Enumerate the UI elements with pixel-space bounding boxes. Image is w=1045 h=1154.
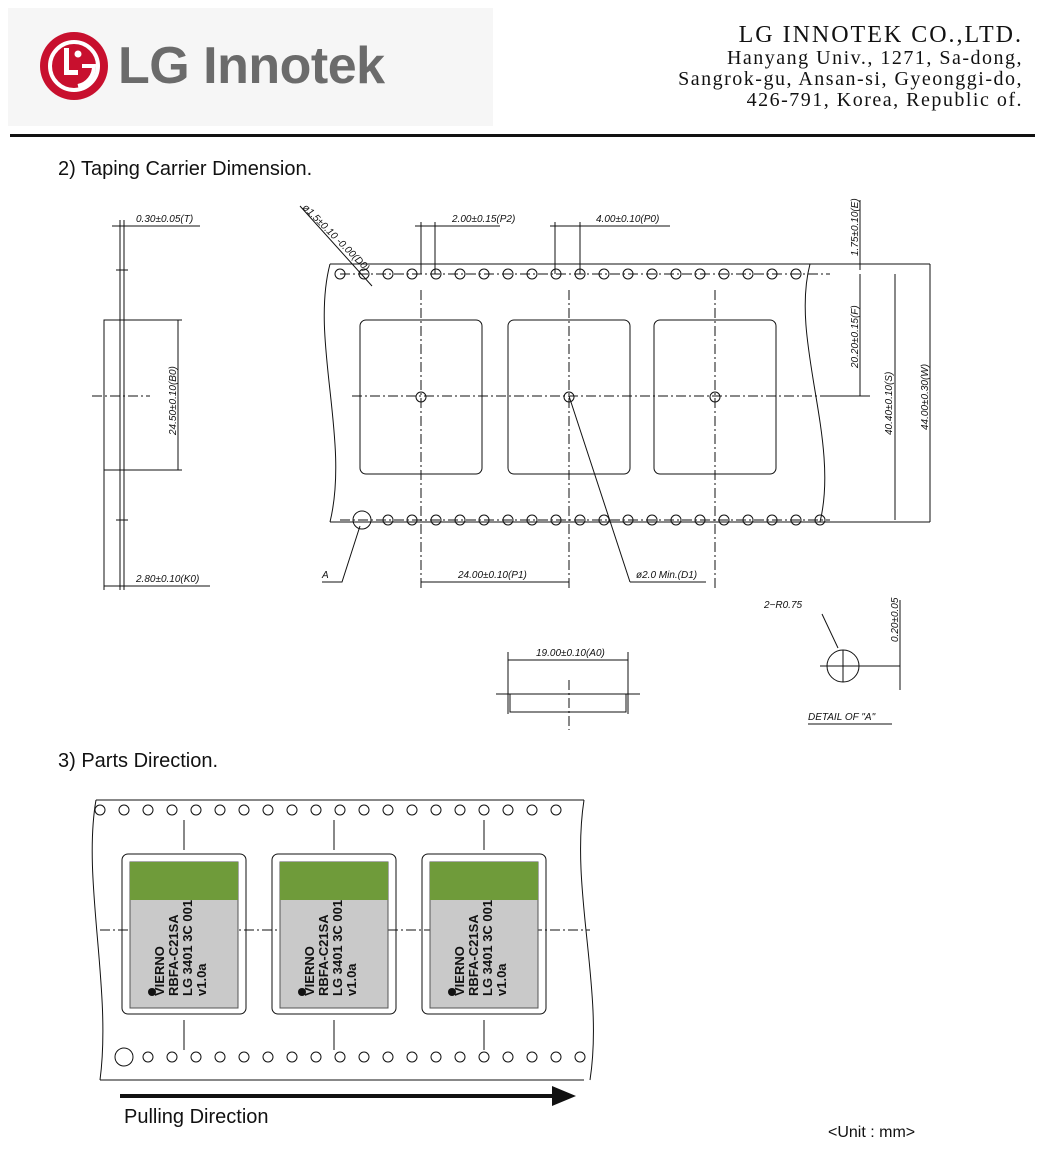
part-2-label-line-2: RBFA-C21SA	[316, 914, 331, 996]
part-1-label-line-2: RBFA-C21SA	[166, 914, 181, 996]
unit-note: <Unit : mm>	[828, 1124, 916, 1141]
dim-p1: 24.00±0.10(P1)	[457, 570, 527, 581]
company-address: LG INNOTEK CO.,LTD. Hanyang Univ., 1271,…	[678, 22, 1023, 111]
dim-d1: ø2.0 Min.(D1)	[636, 570, 697, 581]
part-2-label-line-1: VIERNO	[302, 946, 317, 996]
part-2-label-line-4: v1.0a	[344, 963, 359, 996]
parts-direction-drawing: VIERNO RBFA-C21SA LG 3401 3C 001 v1.0a V…	[91, 799, 594, 1106]
part-1-label-line-3: LG 3401 3C 001	[180, 900, 195, 996]
detail-label: DETAIL OF "A"	[808, 712, 876, 723]
taping-carrier-drawing: 0.30±0.05(T) 24.50±0.10(B0) 2.80±0.10(K0…	[92, 198, 931, 730]
part-3-label-line-4: v1.0a	[494, 963, 509, 996]
address-line-2: Sangrok-gu, Ansan-si, Gyeonggi-do,	[678, 68, 1023, 90]
part-2: VIERNO RBFA-C21SA LG 3401 3C 001 v1.0a	[279, 861, 389, 1009]
ref-a: A	[321, 570, 329, 581]
section-title-parts: 3) Parts Direction.	[58, 750, 219, 772]
section-title-taping: 2) Taping Carrier Dimension.	[58, 158, 313, 180]
dim-e: 1.75±0.10(E)	[850, 198, 861, 256]
part-3-label-line-3: LG 3401 3C 001	[480, 900, 495, 996]
header-divider	[10, 134, 1035, 137]
dim-s: 40.40±0.10(S)	[884, 372, 895, 435]
lg-logo-icon	[40, 32, 108, 100]
part-3-label-line-1: VIERNO	[452, 946, 467, 996]
part-1-label-line-1: VIERNO	[152, 946, 167, 996]
part-1-label-line-4: v1.0a	[194, 963, 209, 996]
dim-k0: 2.80±0.10(K0)	[135, 574, 199, 585]
dim-d0: ø1.5±0.10 -0.00(D0)	[300, 202, 371, 273]
address-line-1: Hanyang Univ., 1271, Sa-dong,	[726, 47, 1023, 69]
pulling-arrow-icon	[120, 1086, 576, 1106]
pulling-direction-label: Pulling Direction	[124, 1106, 269, 1128]
company-name: LG INNOTEK CO.,LTD.	[738, 22, 1023, 48]
detail-dim: 0.20±0.05	[890, 597, 901, 642]
dim-b0: 24.50±0.10(B0)	[168, 366, 179, 436]
part-2-label-line-3: LG 3401 3C 001	[330, 900, 345, 996]
brand-name: LG Innotek	[118, 37, 385, 95]
part-3: VIERNO RBFA-C21SA LG 3401 3C 001 v1.0a	[429, 861, 539, 1009]
dim-a0: 19.00±0.10(A0)	[536, 648, 605, 659]
dim-p2: 2.00±0.15(P2)	[451, 214, 515, 225]
dim-p0: 4.00±0.10(P0)	[596, 214, 659, 225]
dim-t: 0.30±0.05(T)	[136, 214, 193, 225]
address-line-3: 426-791, Korea, Republic of.	[746, 89, 1023, 111]
dim-f: 20.20±0.15(F)	[850, 305, 861, 369]
part-3-label-line-2: RBFA-C21SA	[466, 914, 481, 996]
dim-w: 44.00±0.30(W)	[920, 364, 931, 430]
part-1: VIERNO RBFA-C21SA LG 3401 3C 001 v1.0a	[129, 861, 239, 1009]
dim-r: 2−R0.75	[763, 600, 803, 611]
